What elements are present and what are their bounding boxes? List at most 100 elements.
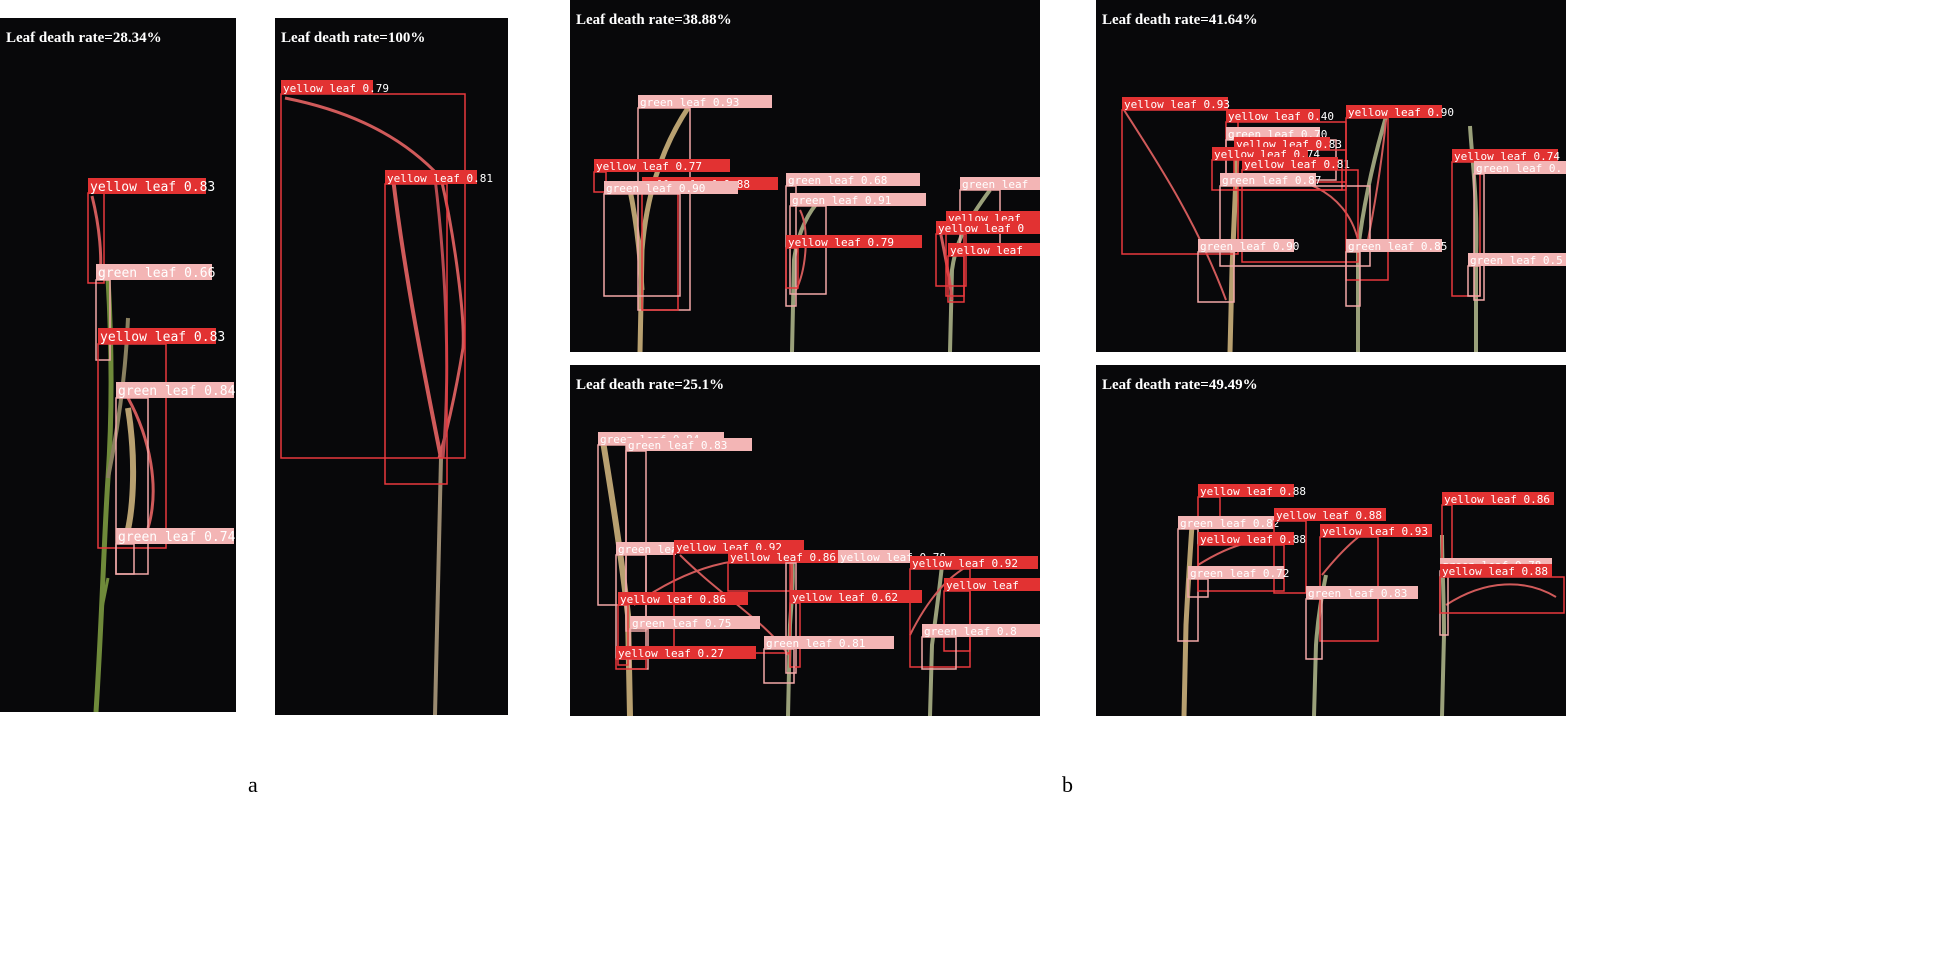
detection-label: green leaf 0.82 — [1180, 517, 1279, 530]
plant-stem — [433, 457, 443, 715]
leaf-death-rate-label: Leaf death rate=100% — [281, 30, 426, 46]
panel-b-bottom-left: Leaf death rate=25.1% green leaf 0.84 gr… — [570, 365, 1040, 716]
detection-label: green leaf 0.83 — [1308, 587, 1407, 600]
detection-box: green leaf 0.85 — [1345, 239, 1447, 307]
detection-box: yellow leaf 0.86 — [617, 592, 748, 666]
leaf-death-rate-label: Leaf death rate=28.34% — [6, 30, 162, 46]
detection-label: yellow leaf 0.83 — [90, 180, 215, 195]
detection-label: green leaf 0.90 — [1200, 240, 1299, 253]
detection-box: green leaf 0.93 — [637, 95, 772, 311]
detection-box: yellow leaf 0.81 — [384, 170, 493, 485]
detection-label: yellow leaf 0.27 — [618, 647, 724, 660]
detection-label: yellow leaf 0.86 — [1444, 493, 1550, 506]
leaf — [391, 177, 443, 459]
detection-label: yellow leaf — [950, 244, 1023, 257]
detection-box: yellow leaf 0.92 — [909, 556, 1038, 668]
detection-box: yellow leaf 0 — [935, 221, 1040, 287]
detection-label: green leaf 0.85 — [1348, 240, 1447, 253]
detection-label: yellow leaf 0.86 — [620, 593, 726, 606]
detection-label: green leaf 0.84 — [118, 384, 236, 399]
detection-box: yellow leaf 0.79 — [280, 80, 466, 459]
leaf-death-rate-label: Leaf death rate=38.88% — [576, 12, 732, 28]
leaf-death-rate-label: Leaf death rate=25.1% — [576, 377, 725, 393]
leaf — [795, 209, 807, 291]
detection-layer: yellow leaf 0.79 yellow leaf 0.81 — [280, 80, 493, 485]
detection-box: yellow leaf 0.88 — [1273, 508, 1386, 594]
leaf — [100, 577, 110, 609]
detection-box: yellow leaf 0.86 — [1441, 492, 1554, 566]
detection-box: green leaf 0.72 — [1187, 566, 1289, 598]
detection-label: green leaf 0.90 — [606, 182, 705, 195]
figure-label-a: a — [248, 772, 258, 797]
detection-layer: yellow leaf 0.83 green leaf 0.66 yellow … — [87, 178, 236, 575]
detection-label: yellow leaf 0.79 — [283, 82, 389, 95]
detection-label: yellow leaf 0.93 — [1322, 525, 1428, 538]
detection-label: yellow leaf 0.79 — [788, 236, 894, 249]
detection-label: green leaf 0.72 — [1190, 567, 1289, 580]
detection-box: green leaf 0.82 — [1177, 516, 1279, 642]
detection-box: green leaf 0.66 — [95, 264, 215, 361]
detection-box: green leaf 0.90 — [603, 181, 738, 297]
detection-label: yellow leaf 0.92 — [912, 557, 1018, 570]
detection-box: yellow leaf 0.77 — [593, 159, 730, 193]
leaf-death-rate-label: Leaf death rate=49.49% — [1102, 377, 1258, 393]
detection-layer: green leaf 0.93 yellow leaf 0.77 yellow … — [593, 95, 1040, 311]
detection-label: yellow leaf 0.90 — [1348, 106, 1454, 119]
detection-box: yellow leaf 0.88 — [641, 177, 778, 311]
leaf — [123, 407, 137, 539]
detection-label: green leaf 0.75 — [632, 617, 731, 630]
detection-box: yellow leaf 0.83 — [87, 178, 215, 284]
leaf — [1123, 109, 1227, 301]
detection-label: yellow leaf — [946, 579, 1019, 592]
detection-box: green leaf 0.90 — [1197, 239, 1299, 303]
detection-box: green leaf 0.83 — [1305, 586, 1418, 660]
plant-stem — [928, 564, 944, 716]
detection-label: green leaf 0.87 — [1222, 174, 1321, 187]
detection-box: green leaf 0.91 — [789, 193, 926, 295]
detection-label: yellow leaf 0.88 — [1200, 533, 1306, 546]
detection-label: green leaf 0.5 — [1470, 254, 1563, 267]
detection-box: green leaf — [615, 542, 684, 660]
detection-box: green leaf — [959, 177, 1040, 251]
detection-label: yellow leaf 0.88 — [1276, 509, 1382, 522]
detection-label: yellow leaf 0.88 — [1442, 565, 1548, 578]
leaf-death-rate-label: Leaf death rate=41.64% — [1102, 12, 1258, 28]
detection-label: green leaf 0.68 — [788, 174, 887, 187]
detection-label: yellow leaf 0.74 — [1454, 150, 1560, 163]
plant-stem — [1468, 125, 1479, 352]
panel-a-right: Leaf death rate=100% yellow leaf 0.79 ye… — [275, 18, 508, 715]
detection-label: green leaf 0.66 — [98, 266, 215, 281]
detection-box: yellow leaf 0.83 — [97, 328, 225, 549]
detection-label: yellow leaf 0.88 — [1200, 485, 1306, 498]
detection-label: yellow leaf 0.83 — [100, 330, 225, 345]
detection-box: yellow leaf 0.79 — [785, 235, 922, 289]
detection-label: green leaf — [618, 543, 684, 556]
leaf — [1445, 583, 1557, 606]
detection-label: yellow leaf 0.40 — [1228, 110, 1334, 123]
leaf — [1365, 119, 1387, 251]
detection-box: green leaf 0.81 — [763, 636, 894, 684]
detection-box: green leaf 0.83 — [625, 438, 752, 632]
detection-box: yellow leaf 0.62 — [789, 590, 922, 668]
detection-box: green leaf 0.74 — [115, 528, 236, 575]
detection-box: yellow leaf — [947, 243, 1040, 303]
detection-layer: green leaf 0.84 green leaf 0.83 green le… — [597, 432, 1040, 684]
plant-image — [284, 96, 465, 715]
detection-label: yellow leaf 0.77 — [596, 160, 702, 173]
detection-label: green leaf 0.91 — [792, 194, 891, 207]
detection-label: yellow leaf 0.81 — [387, 172, 493, 185]
detection-label: green leaf 0. — [1476, 162, 1562, 175]
detection-label: green leaf 0.93 — [640, 96, 739, 109]
detection-box: yellow leaf 0.88 — [1197, 484, 1306, 528]
detection-box: yellow leaf 0.81 — [1241, 157, 1359, 263]
detection-box: green leaf 0.75 — [629, 616, 760, 670]
leaf — [433, 177, 449, 459]
detection-box: green leaf 0.8 — [921, 624, 1040, 670]
detection-label: yellow leaf 0 — [938, 222, 1024, 235]
detection-layer: yellow leaf 0.88 green leaf 0.82 yellow … — [1177, 484, 1565, 660]
panel-a-left: Leaf death rate=28.34% yellow leaf 0.83 … — [0, 18, 236, 712]
detection-box: green leaf 0.5 — [1467, 253, 1566, 297]
detection-box: green leaf 0.84 — [597, 432, 724, 606]
detection-label: green leaf 0.74 — [118, 530, 236, 545]
detection-box: yellow leaf 0.74 — [1451, 149, 1560, 297]
